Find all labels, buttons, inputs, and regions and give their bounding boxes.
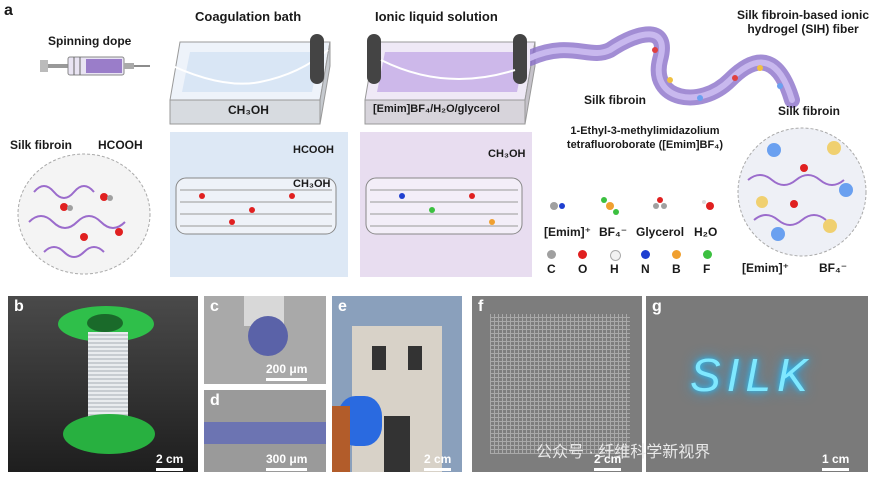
spinning-dope-label: Spinning dope [48, 34, 132, 48]
coagulation-bath-label: Coagulation bath [195, 9, 302, 24]
spool-bottom-flange [63, 414, 155, 454]
sih-fiber-illustration [530, 26, 800, 108]
atom-n-label: N [641, 262, 650, 276]
panel-e-photo [332, 296, 462, 472]
hcooh-left-label: HCOOH [98, 138, 143, 152]
legend-molecule-icons [550, 197, 714, 215]
panel-c-micrograph [204, 296, 326, 384]
ionic-liquid-tank [364, 34, 536, 125]
atom-c-label: C [547, 262, 556, 276]
legend-bf4: BF₄⁻ [599, 225, 628, 239]
panel-f-scale: 2 cm [594, 452, 622, 471]
hcooh-mid-label: HCOOH [293, 144, 334, 156]
bf4-anion-label: BF₄⁻ [819, 261, 848, 275]
panel-b-letter: b [14, 298, 24, 315]
panel-g-scale: 1 cm [822, 452, 850, 471]
panel-c-scale: 200 μm [266, 362, 308, 381]
syringe-illustration [40, 56, 150, 76]
panel-e-scale-text: 2 cm [424, 452, 452, 466]
ch3oh-right-label: CH₃OH [488, 148, 526, 160]
panel-a-letter: a [4, 2, 13, 19]
coag-fiber-bundle [175, 177, 337, 235]
panel-b-scale: 2 cm [156, 452, 184, 471]
panel-g-letter: g [652, 298, 662, 315]
spool-hole [87, 314, 123, 332]
silk-fibroin-mid-label: Silk fibroin [584, 93, 647, 107]
legend-emim: [Emim]⁺ [544, 225, 592, 239]
panel-e-letter: e [338, 298, 347, 315]
panel-d-scale-text: 300 μm [266, 452, 308, 466]
coag-solvent-label: CH₃OH [228, 103, 269, 117]
atom-f-swatch [703, 250, 712, 259]
atom-c-swatch [547, 250, 556, 259]
panel-b-scale-text: 2 cm [156, 452, 184, 466]
panel-g-photo: SILK [646, 296, 868, 472]
ionic-liquid-solution-label: Ionic liquid solution [375, 9, 498, 24]
atom-f-label: F [703, 262, 711, 276]
panel-d-scale: 300 μm [266, 452, 308, 471]
silk-fibroin-left-label: Silk fibroin [10, 138, 73, 152]
atom-h-swatch [610, 250, 621, 261]
panel-f-photo [472, 296, 642, 472]
atom-b-swatch [672, 250, 681, 259]
atom-o-label: O [578, 262, 588, 276]
sih-zoom-circle [737, 127, 867, 257]
legend-water: H₂O [694, 225, 718, 239]
panel-e-scale: 2 cm [424, 452, 452, 471]
fiber-cross-section [248, 316, 288, 356]
ionic-solvent-label: [Emim]BF₄/H₂O/glycerol [373, 103, 500, 115]
watermark-text: 公众号 · 纤维科学新视界 [536, 444, 711, 461]
atom-b-label: B [672, 262, 681, 276]
panel-d-micrograph [204, 390, 326, 472]
atom-o-swatch [578, 250, 587, 259]
panel-b-photo [8, 296, 198, 472]
panel-d-letter: d [210, 392, 220, 409]
glowing-silk-text: SILK [690, 349, 814, 401]
coagulation-bath-tank [160, 34, 331, 125]
panel-c-scale-text: 200 μm [266, 362, 308, 376]
ionic-fiber-bundle [365, 177, 523, 235]
panel-f-scale-text: 2 cm [594, 452, 622, 466]
sih-fiber-label: Silk fibroin-based ionic hydrogel (SIH) … [736, 8, 870, 36]
ch3oh-mid-label: CH₃OH [293, 178, 331, 190]
woven-fabric [490, 314, 630, 454]
atom-h-label: H [610, 262, 619, 276]
legend-glycerol: Glycerol [636, 225, 685, 239]
emim-cation-label: [Emim]⁺ [742, 261, 790, 275]
fiber-longitudinal [204, 422, 326, 444]
panel-f-letter: f [478, 298, 484, 315]
panel-c-letter: c [210, 298, 219, 315]
emim-full-name-label: 1-Ethyl-3-methylimidazolium tetrafluorob… [566, 125, 724, 151]
dope-zoom-circle [17, 153, 151, 275]
silk-fibroin-right-label: Silk fibroin [778, 104, 841, 118]
panel-g-scale-text: 1 cm [822, 452, 850, 466]
atom-n-swatch [641, 250, 650, 259]
